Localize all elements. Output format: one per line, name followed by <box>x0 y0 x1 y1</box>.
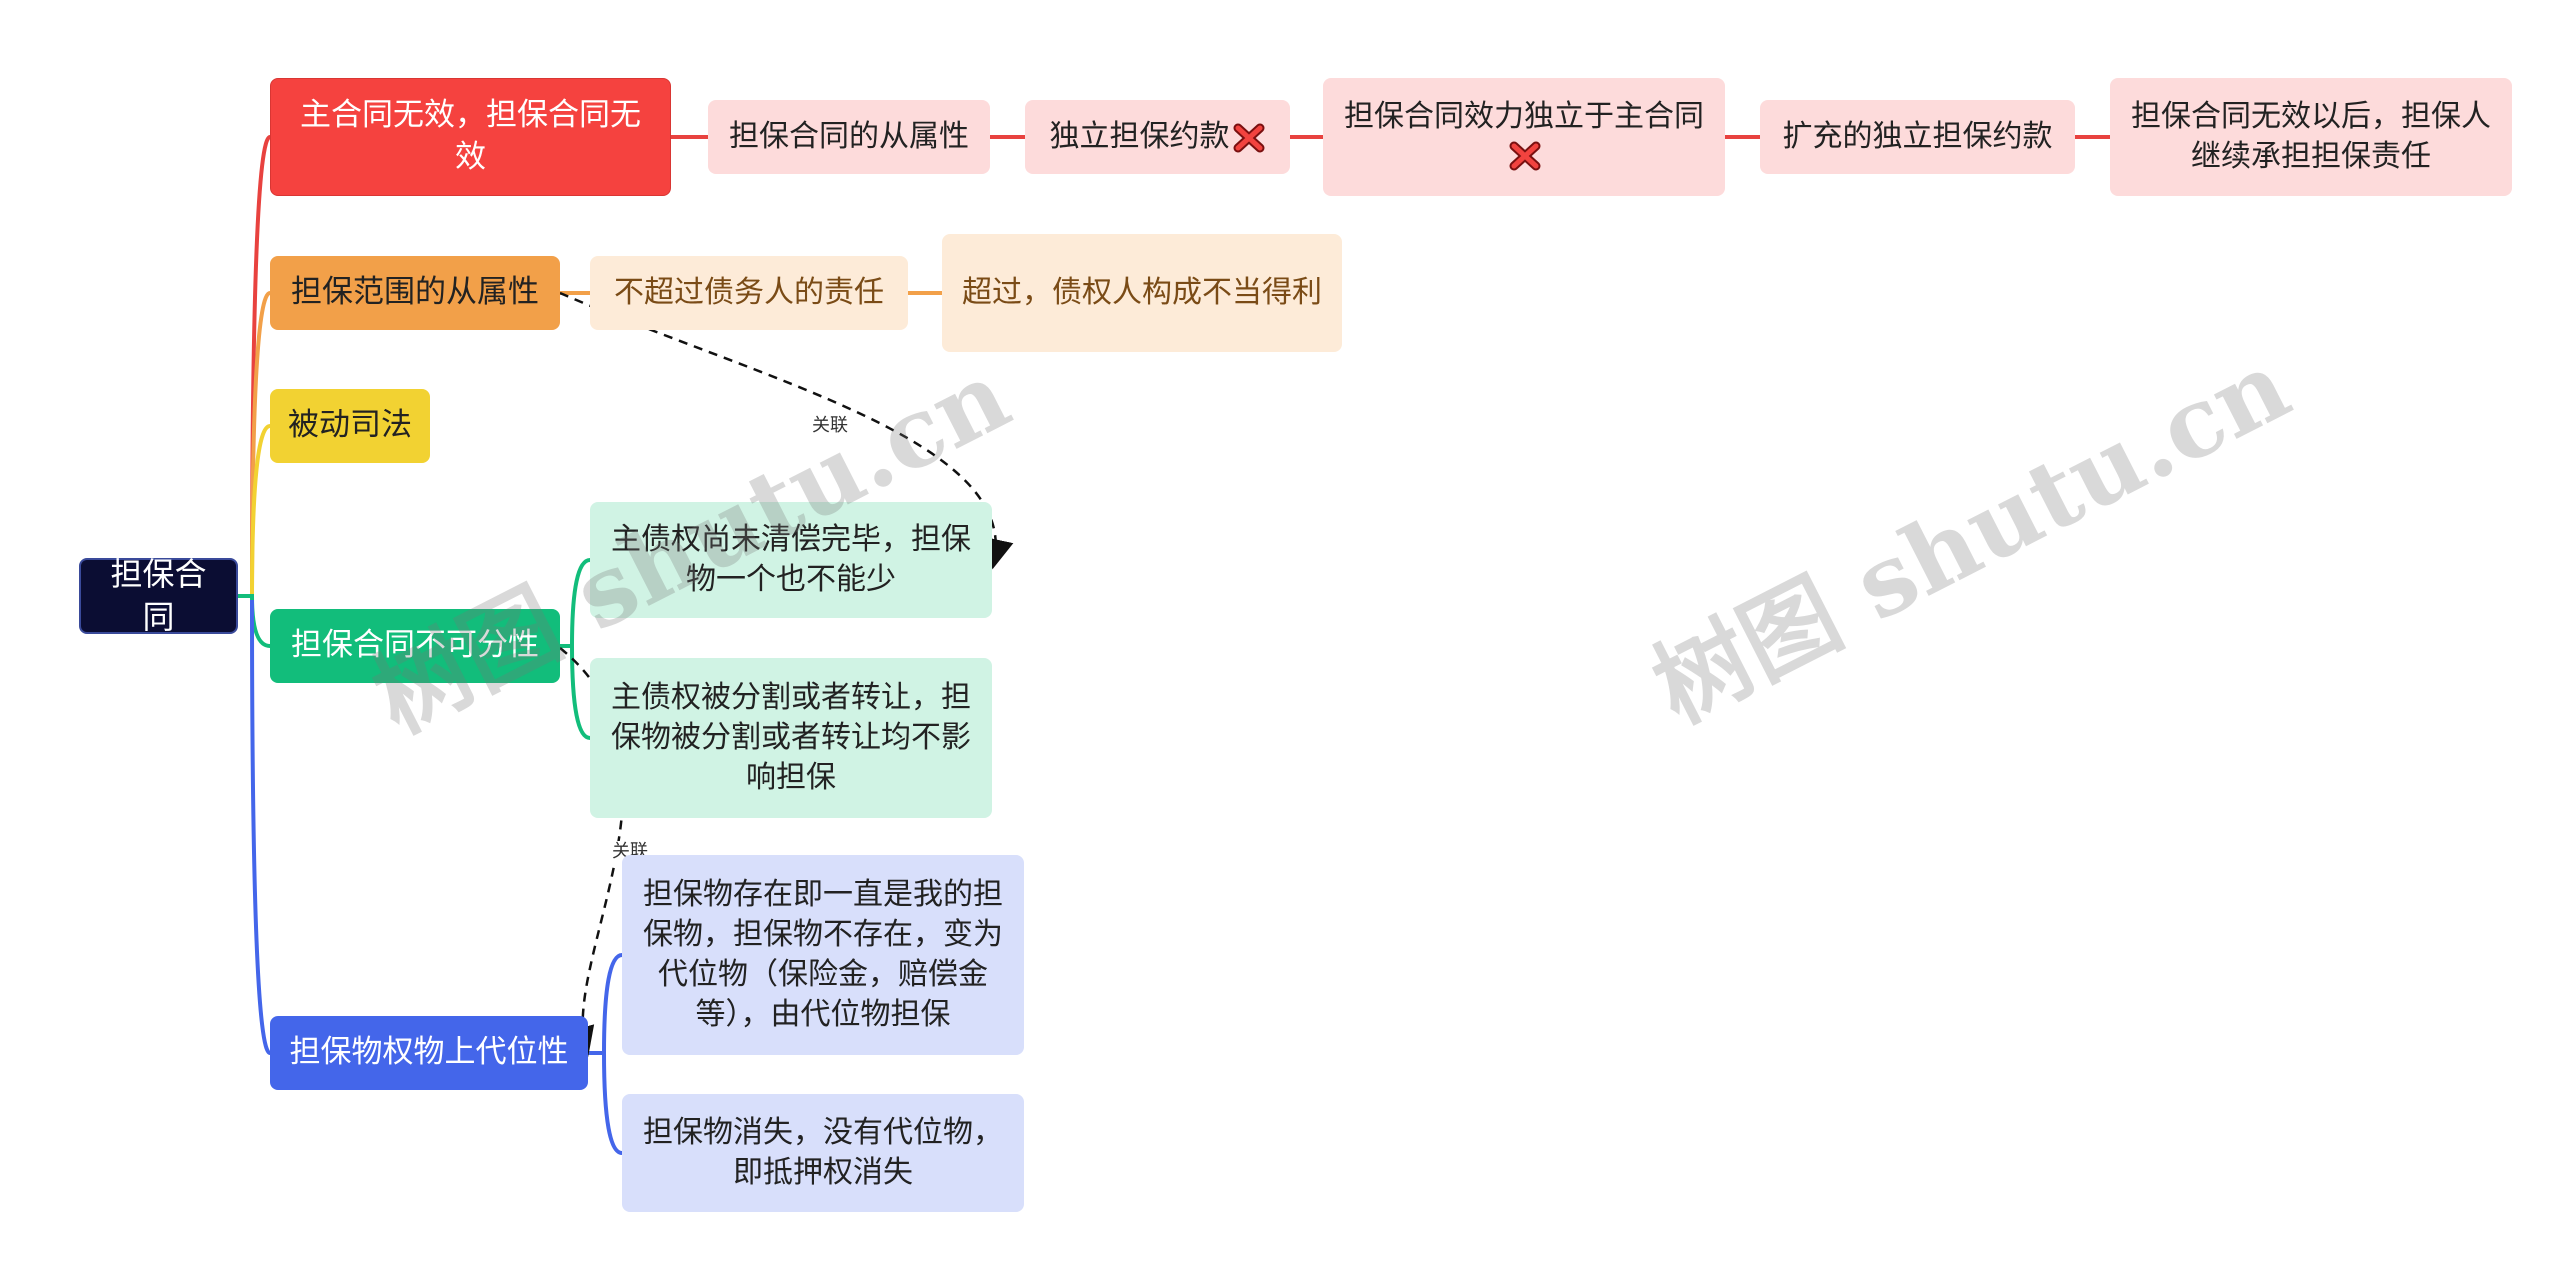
branch-label: 担保物权物上代位性 <box>289 1034 569 1071</box>
root-label: 担保合同 <box>110 555 207 636</box>
branch-node-indivisibility[interactable]: 担保合同不可分性 <box>270 609 560 683</box>
branch-node-main-contract-invalid[interactable]: 主合同无效，担保合同无效 <box>270 78 671 196</box>
relation-label-1: 关联 <box>808 415 852 437</box>
chain-node-extended-clause[interactable]: 扩充的独立担保约款 <box>1760 100 2075 174</box>
child-node-not-fully-paid[interactable]: 主债权尚未清偿完毕，担保物一个也不能少 <box>590 502 992 618</box>
branch-node-scope-subordination[interactable]: 担保范围的从属性 <box>270 256 560 330</box>
chain-node-unjust-enrichment[interactable]: 超过，债权人构成不当得利 <box>942 234 1342 352</box>
trunk-blue-connector <box>250 599 271 1055</box>
child-node-split-transfer[interactable]: 主债权被分割或者转让，担保物被分割或者转让均不影响担保 <box>590 658 992 818</box>
branch-label: 担保合同不可分性 <box>291 627 539 664</box>
chain-node-subordination[interactable]: 担保合同的从属性 <box>708 100 990 174</box>
child-node-extinguished[interactable]: 担保物消失，没有代位物，即抵押权消失 <box>622 1094 1024 1212</box>
root-node[interactable]: 担保合同 <box>79 555 238 636</box>
blue-children-connector <box>588 953 623 1155</box>
chain-label: 超过，债权人构成不当得利 <box>962 274 1322 310</box>
chain-label: 不超过债务人的责任 <box>614 274 884 310</box>
branch-node-subrogation[interactable]: 担保物权物上代位性 <box>270 1016 588 1090</box>
child-label: 主债权尚未清偿完毕，担保物一个也不能少 <box>611 521 971 597</box>
chain-label: 独立担保约款 <box>1049 118 1230 154</box>
chain-label: 担保合同无效以后，担保人继续承担担保责任 <box>2131 98 2491 174</box>
chain-label: 担保合同的从属性 <box>729 118 969 154</box>
relation-arrow-1 <box>559 291 1014 570</box>
branch-node-passive-judicial[interactable]: 被动司法 <box>270 389 430 463</box>
branch-label: 担保范围的从属性 <box>291 274 539 311</box>
trunk-yellow-connector <box>250 424 271 601</box>
child-label: 担保物存在即一直是我的担保物，担保物不存在，变为代位物（保险金，赔偿金等），由代… <box>643 876 1003 1033</box>
chain-node-continue-liability[interactable]: 担保合同无效以后，担保人继续承担担保责任 <box>2110 78 2512 196</box>
chain-node-not-exceed[interactable]: 不超过债务人的责任 <box>590 256 908 330</box>
chain-node-independent-clause[interactable]: 独立担保约款 <box>1025 100 1290 174</box>
chain-node-independent-validity[interactable]: 担保合同效力独立于主合同 <box>1323 78 1725 196</box>
chain-label: 扩充的独立担保约款 <box>1782 118 2053 154</box>
chain-label: 担保合同效力独立于主合同 <box>1344 98 1704 134</box>
trunk-green-connector <box>238 594 271 648</box>
branch-label: 主合同无效，担保合同无效 <box>300 97 641 175</box>
red-x-icon <box>1509 141 1541 171</box>
red-x-icon <box>1233 123 1264 153</box>
green-children-connector <box>560 558 591 740</box>
branch-label: 被动司法 <box>288 407 412 444</box>
child-label: 主债权被分割或者转让，担保物被分割或者转让均不影响担保 <box>611 679 971 796</box>
chain-label-with-icon: 担保合同效力独立于主合同 <box>1337 97 1711 177</box>
child-node-substitute[interactable]: 担保物存在即一直是我的担保物，担保物不存在，变为代位物（保险金，赔偿金等），由代… <box>622 855 1024 1055</box>
child-label: 担保物消失，没有代位物，即抵押权消失 <box>643 1114 1003 1190</box>
